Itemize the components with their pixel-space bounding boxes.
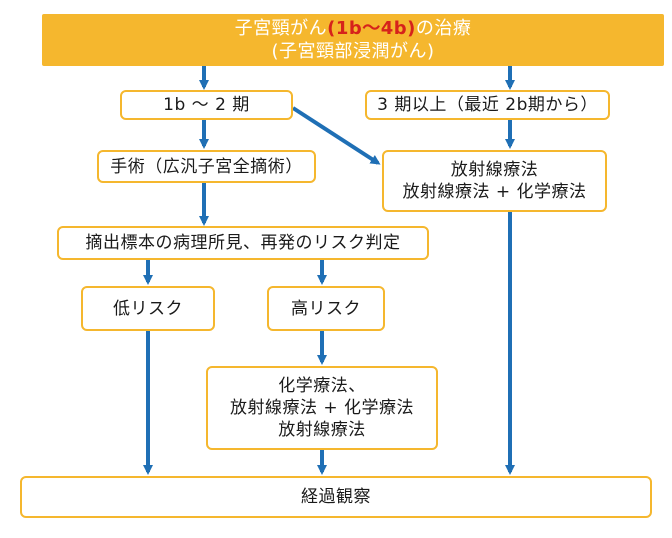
- followup-box: 経過観察: [20, 476, 652, 518]
- arrow-early-to-radiation: [291, 106, 381, 165]
- adjuvant-option-2: 放射線療法 + 化学療法: [229, 398, 415, 418]
- adjuvant-option-3: 放射線療法: [278, 420, 366, 440]
- high-risk-box: 高リスク: [267, 286, 385, 331]
- surgery-box: 手術（広汎子宮全摘術）: [97, 150, 316, 183]
- radiation-therapy-box: 放射線療法 放射線療法 + 化学療法: [382, 150, 607, 212]
- late-stage-box: 3 期以上（最近 2b期から）: [365, 90, 610, 120]
- adjuvant-option-1: 化学療法、: [278, 376, 366, 396]
- radiation-option-1: 放射線療法: [450, 160, 539, 180]
- stage-range-highlight: (1b〜4b): [327, 18, 416, 39]
- radiation-option-2: 放射線療法 + 化学療法: [402, 182, 587, 202]
- treatment-title-box: 子宮頸がん(1b〜4b)の治療 (子宮頸部浸潤がん): [42, 14, 664, 66]
- adjuvant-therapy-box: 化学療法、 放射線療法 + 化学療法 放射線療法: [206, 366, 438, 450]
- title-line-1: 子宮頸がん(1b〜4b)の治療: [234, 18, 472, 39]
- early-stage-box: 1b 〜 2 期: [120, 90, 293, 120]
- low-risk-box: 低リスク: [81, 286, 215, 331]
- pathology-risk-box: 摘出標本の病理所見、再発のリスク判定: [57, 226, 429, 260]
- title-line-2: (子宮頸部浸潤がん): [271, 41, 435, 62]
